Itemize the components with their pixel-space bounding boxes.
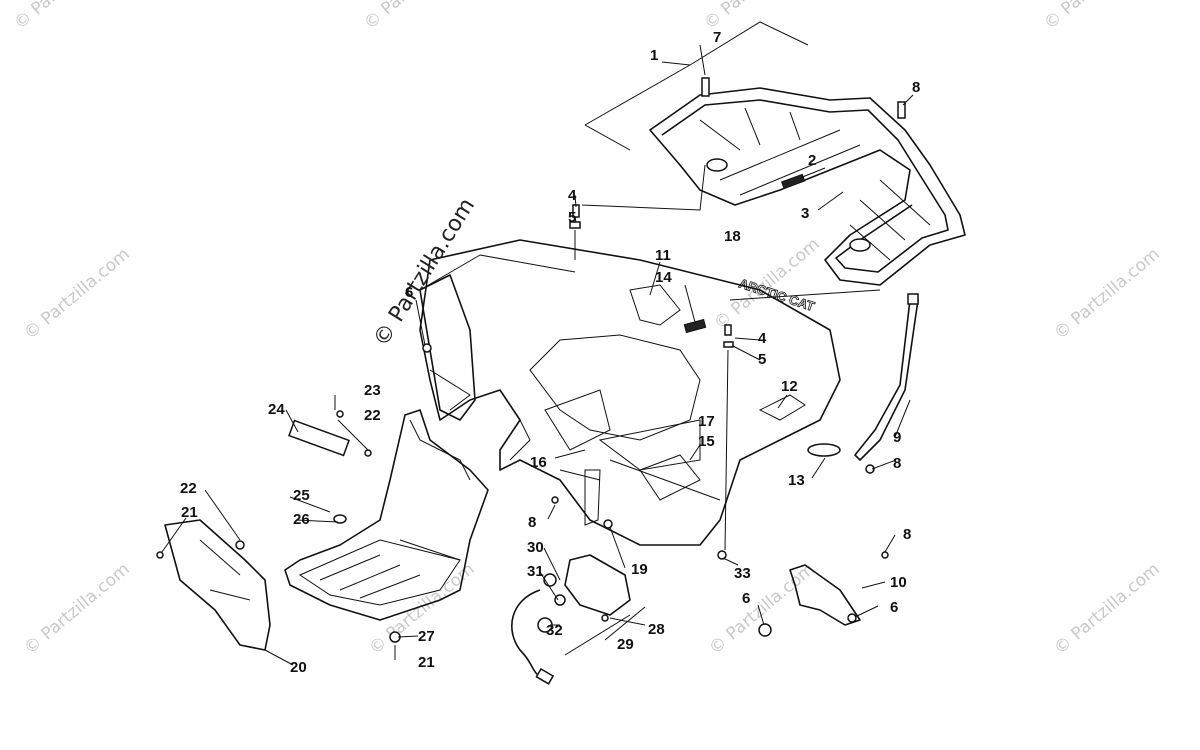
callout-12: 12: [781, 378, 798, 395]
callout-21a: 21: [181, 504, 198, 521]
callout-27: 27: [418, 628, 435, 645]
callout-14: 14: [655, 269, 672, 286]
callout-6b: 6: [742, 590, 750, 607]
callout-4b: 4: [758, 330, 767, 347]
callout-8d: 8: [903, 526, 911, 543]
footwell: [284, 409, 489, 621]
callout-9: 9: [893, 429, 901, 446]
callout-21b: 21: [418, 654, 435, 671]
watermark-text: © Partzilla.com: [1050, 559, 1163, 659]
watermark-text: © Partzilla.com: [1040, 0, 1153, 34]
strut: [854, 299, 919, 461]
rear-rack: [649, 77, 966, 286]
callout-18: 18: [724, 228, 741, 245]
leader-lines: [161, 44, 914, 666]
callout-33: 33: [734, 565, 751, 582]
callout-6a: 6: [405, 284, 413, 301]
callout-20: 20: [290, 659, 307, 676]
callout-10: 10: [890, 574, 907, 591]
callout-5a: 5: [568, 209, 576, 226]
bracket-10: [789, 564, 861, 626]
watermark-text: © Partzilla.com: [20, 244, 133, 344]
callout-labels: 1 7 8 2 3 4 5 18 11 14 6 4 5 12 23 24 22…: [180, 29, 920, 676]
callout-5b: 5: [758, 351, 766, 368]
callout-24: 24: [268, 401, 285, 418]
group-bracket: [584, 21, 809, 126]
watermark-text: © Partzilla.com: [1050, 244, 1163, 344]
callout-8c: 8: [528, 514, 536, 531]
callout-2: 2: [808, 152, 816, 169]
callout-31: 31: [527, 563, 544, 580]
faint-watermarks: © Partzilla.com © Partzilla.com © Partzi…: [10, 0, 1163, 659]
callout-7: 7: [713, 29, 721, 46]
rear-fender: [419, 239, 841, 546]
callout-4a: 4: [568, 187, 577, 204]
hardware: [156, 204, 889, 643]
callout-1: 1: [650, 47, 658, 64]
mud-flap-left: [419, 274, 476, 421]
callout-6c: 6: [890, 599, 898, 616]
callout-17: 17: [698, 413, 715, 430]
watermark-main: © Partzilla.com: [369, 194, 480, 351]
watermark-text: © Partzilla.com: [10, 0, 123, 34]
callout-22b: 22: [364, 407, 381, 424]
callout-15: 15: [698, 433, 715, 450]
callout-3: 3: [801, 205, 809, 222]
callout-26: 26: [293, 511, 310, 528]
callout-29: 29: [617, 636, 634, 653]
callout-13: 13: [788, 472, 805, 489]
callout-32: 32: [546, 622, 563, 639]
callout-11: 11: [655, 247, 671, 264]
callout-16: 16: [530, 454, 547, 471]
callout-28: 28: [648, 621, 665, 638]
callout-22a: 22: [180, 480, 197, 497]
callout-8b: 8: [893, 455, 901, 472]
callout-30: 30: [527, 539, 544, 556]
callout-19: 19: [631, 561, 648, 578]
watermark-text: © Partzilla.com: [20, 559, 133, 659]
side-panel: [164, 519, 271, 651]
callout-23: 23: [364, 382, 381, 399]
callout-8a: 8: [912, 79, 920, 96]
watermark-text: © Partzilla.com: [360, 0, 473, 34]
watermark-text: © Partzilla.com: [705, 559, 818, 659]
callout-25: 25: [293, 487, 310, 504]
